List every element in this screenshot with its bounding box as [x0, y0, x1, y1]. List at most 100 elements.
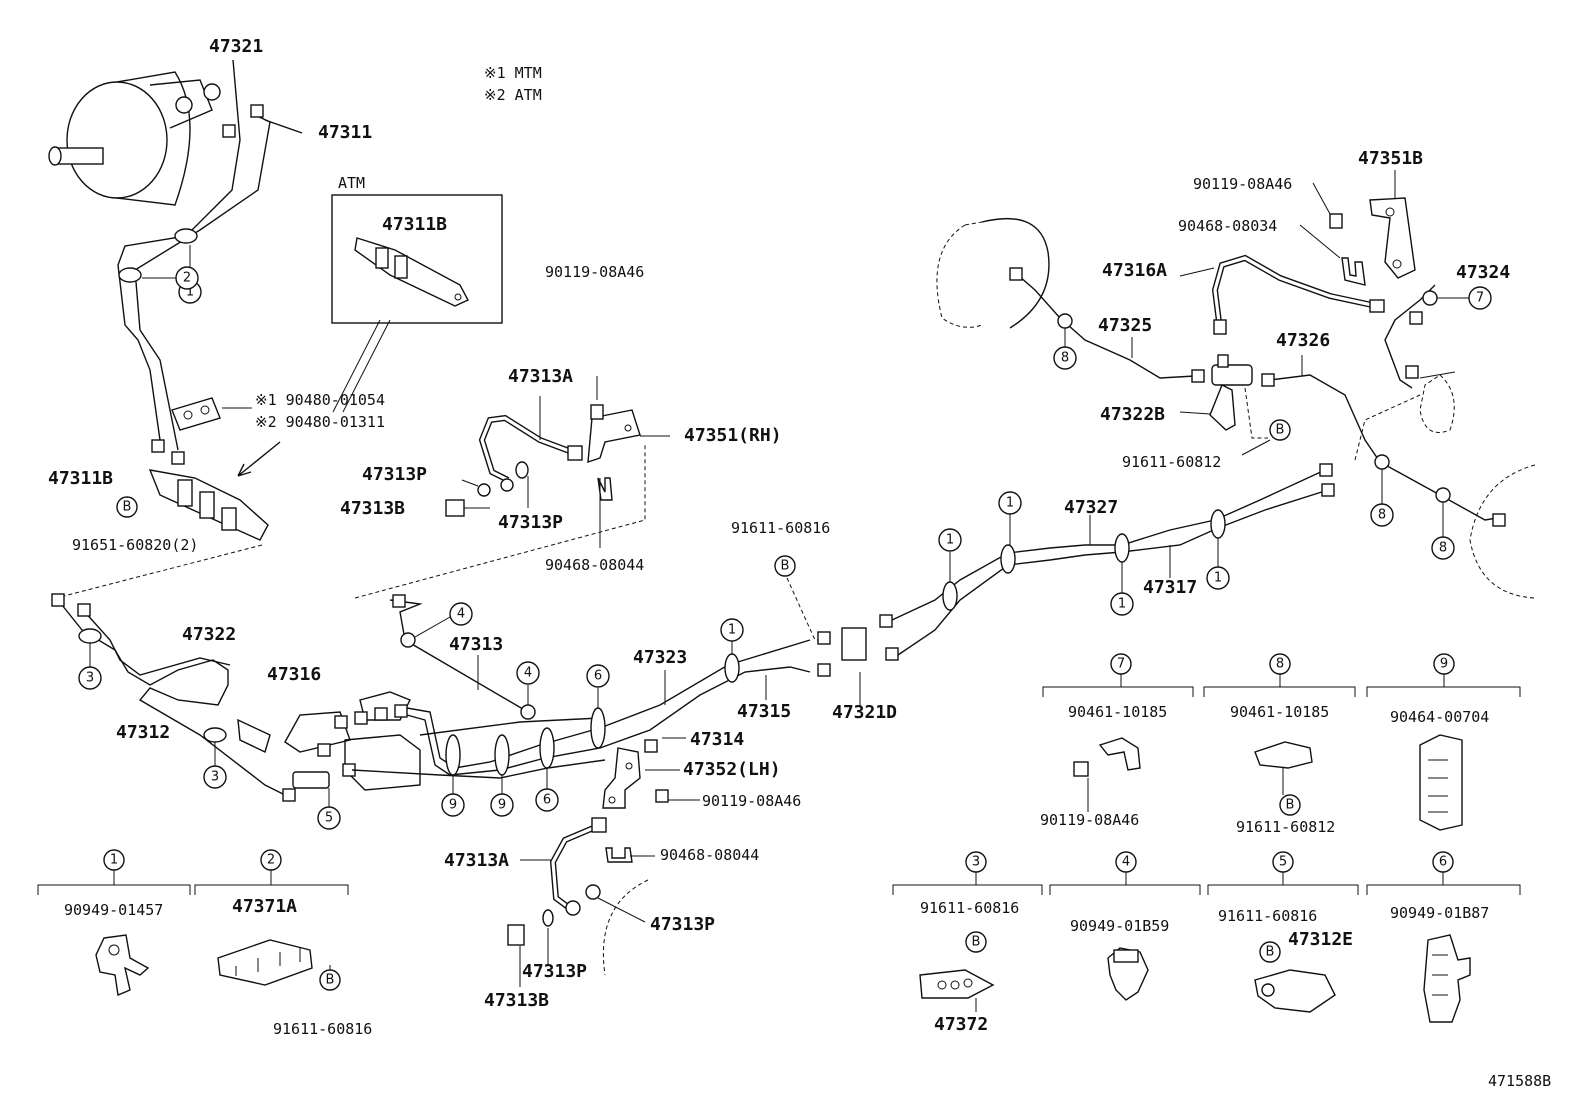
legend-1-part: 90949-01457: [64, 901, 163, 919]
svg-text:4: 4: [524, 666, 532, 681]
svg-text:7: 7: [1476, 291, 1484, 306]
label-90468-top: 90468-08044: [545, 556, 644, 574]
label-47321: 47321: [209, 36, 263, 57]
pipe-47321: [117, 59, 303, 451]
legend-marker-b8: B: [1279, 794, 1301, 816]
marker-6b: 6: [586, 664, 610, 688]
svg-text:8: 8: [1439, 541, 1447, 556]
legend-2-part: 47371A: [232, 896, 297, 917]
marker-3a: 3: [78, 666, 102, 690]
marker-1c: 1: [938, 528, 962, 552]
legend-clamp-1: [95, 934, 150, 996]
rear-drum-left: [936, 218, 1050, 329]
svg-text:5: 5: [325, 811, 333, 826]
clamp-1-mid: [724, 653, 740, 683]
marker-8b: 8: [1370, 503, 1394, 527]
marker-4a: 4: [449, 602, 473, 626]
label-47313: 47313: [449, 634, 503, 655]
svg-text:9: 9: [1440, 657, 1448, 672]
proportioning-valve-area: [237, 691, 421, 791]
legend-clamp-6: [1423, 934, 1471, 1023]
marker-1e: 1: [1110, 592, 1134, 616]
clamp-4a: [400, 632, 416, 648]
legend-2-sub: 91611-60816: [273, 1020, 372, 1038]
marker-7a: 7: [1468, 286, 1492, 310]
svg-text:3: 3: [86, 671, 94, 686]
legend-3-part: 91611-60816: [920, 899, 1019, 917]
legend-marker-8: 8: [1269, 653, 1291, 675]
marker-8c: 8: [1431, 536, 1455, 560]
marker-circles: 1 2 B 3 3 5 9 9 6 6 4 4 1 B 1 1 1 1 8 8 …: [78, 266, 1492, 991]
legend-marker-5: 5: [1272, 851, 1294, 873]
label-90119-right: 90119-08A46: [1193, 175, 1292, 193]
legend-6-part: 90949-01B87: [1390, 904, 1489, 922]
rear-drum-right: [1469, 464, 1536, 599]
label-47351b: 47351B: [1358, 148, 1423, 169]
label-90119-center: 90119-08A46: [702, 792, 801, 810]
grommet-90480: [171, 397, 221, 431]
label-47312: 47312: [116, 722, 170, 743]
label-47352: 47352(LH): [683, 759, 781, 780]
legend-marker-3: 3: [965, 851, 987, 873]
note-atm: ※2 ATM: [484, 86, 542, 104]
label-47313b-lower: 47313B: [484, 990, 549, 1011]
svg-text:7: 7: [1117, 657, 1125, 672]
legend-marker-1: 1: [103, 849, 125, 871]
svg-text:9: 9: [498, 798, 506, 813]
svg-text:4: 4: [457, 607, 465, 622]
clamp-9a: [445, 734, 461, 776]
label-47315: 47315: [737, 701, 791, 722]
label-47321d: 47321D: [832, 702, 897, 723]
brake-booster: [48, 71, 221, 206]
hose-47316a: [1211, 254, 1385, 335]
legend-marker-b5: B: [1259, 941, 1281, 963]
marker-6a: 6: [535, 788, 559, 812]
legend-bracket-lines: [37, 674, 1521, 895]
clamp-8b: [1374, 454, 1390, 470]
clamp-3b: [203, 727, 227, 743]
legend-8-sub: 91611-60812: [1236, 818, 1335, 836]
label-90480-2: ※2 90480-01311: [255, 413, 385, 431]
marker-9a: 9: [441, 793, 465, 817]
svg-text:1: 1: [1006, 496, 1014, 511]
legend-marker-2: 2: [260, 849, 282, 871]
atm-bracket: [354, 237, 469, 307]
svg-text:2: 2: [267, 853, 275, 868]
clamp-9b: [494, 734, 510, 776]
label-91611-mid: 91611-60816: [731, 519, 830, 537]
marker-b-left: B: [116, 496, 138, 518]
label-91611-right: 91611-60812: [1122, 453, 1221, 471]
marker-1b: 1: [720, 618, 744, 642]
svg-text:B: B: [972, 935, 981, 950]
pipe-47327-47317: [891, 463, 1335, 656]
marker-5: 5: [317, 806, 341, 830]
legend-5-sub: 47312E: [1288, 929, 1353, 950]
junction-47321d: [817, 614, 899, 677]
svg-text:8: 8: [1378, 508, 1386, 523]
fitting-nuts-top: [151, 104, 264, 465]
svg-text:6: 6: [543, 793, 551, 808]
label-47314: 47314: [690, 729, 744, 750]
clamp-1-r3: [1114, 533, 1130, 563]
legend-clamp-9: [1419, 734, 1463, 831]
legend-clamp-3: [919, 969, 995, 999]
label-47326: 47326: [1276, 330, 1330, 351]
marker-4b: 4: [516, 661, 540, 685]
svg-text:1: 1: [1118, 597, 1126, 612]
label-90468-center: 90468-08044: [660, 846, 759, 864]
label-47323: 47323: [633, 647, 687, 668]
marker-1d: 1: [998, 491, 1022, 515]
legend-5-part: 91611-60816: [1218, 907, 1317, 925]
marker-b-mid: B: [774, 555, 796, 577]
marker-b-right: B: [1269, 419, 1291, 441]
atm-box-title: ATM: [338, 174, 365, 192]
clamp-6a: [539, 727, 555, 769]
label-47324: 47324: [1456, 262, 1510, 283]
clamp-3a: [78, 628, 102, 644]
label-47322b: 47322B: [1100, 404, 1165, 425]
bracket-47352: [602, 739, 669, 809]
legend-marker-4: 4: [1115, 851, 1137, 873]
svg-text:B: B: [326, 973, 335, 988]
clamp-4b: [520, 704, 536, 720]
